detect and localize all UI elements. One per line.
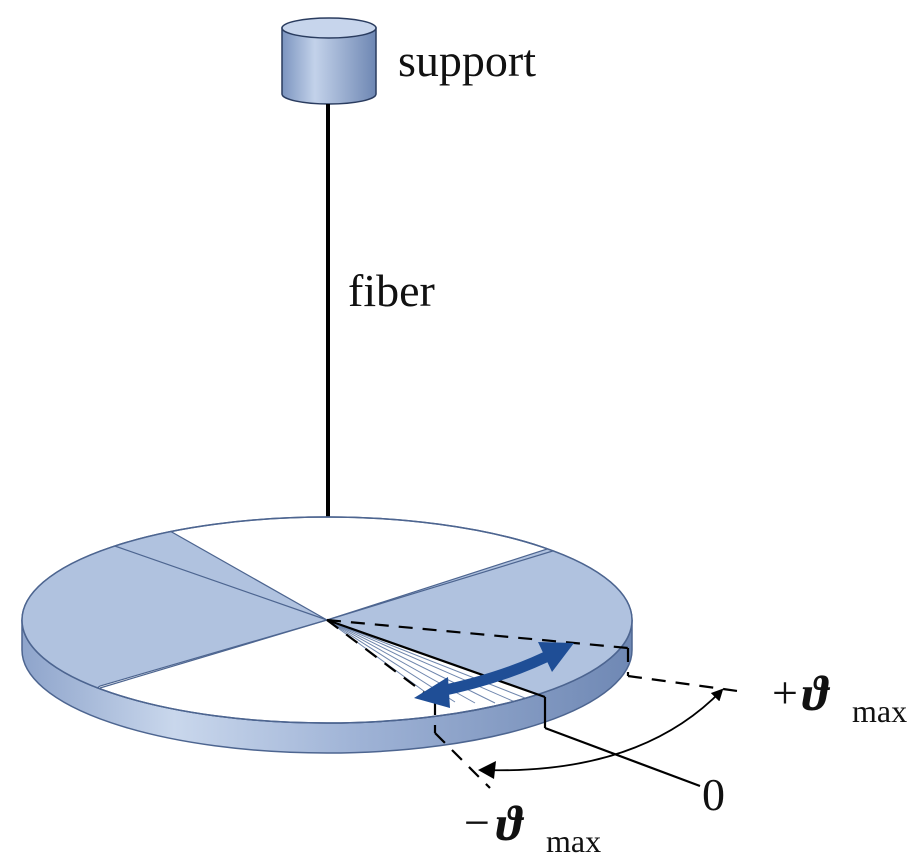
angle-range-arrow <box>482 688 724 772</box>
plus-sign: + <box>772 667 798 718</box>
plus-theta-max-label: + ϑ max <box>772 665 907 729</box>
support-block <box>281 17 377 105</box>
minus-sign: − <box>464 797 490 848</box>
plus-max-dashed-line <box>326 618 746 694</box>
theta-symbol: ϑ <box>802 665 831 721</box>
support-label: support <box>398 35 536 86</box>
zero-label: 0 <box>702 769 725 820</box>
fiber-label: fiber <box>348 265 435 316</box>
minus-max-dashed-line <box>326 619 491 789</box>
minus-theta-max-label: − ϑ max <box>464 795 601 859</box>
max-subscript: max <box>852 693 907 729</box>
theta-symbol: ϑ <box>496 795 525 851</box>
angle-arrow-head-left <box>478 761 496 779</box>
oscillation-arrow <box>414 642 574 708</box>
equilibrium-line <box>326 618 701 788</box>
max-subscript: max <box>546 823 601 859</box>
